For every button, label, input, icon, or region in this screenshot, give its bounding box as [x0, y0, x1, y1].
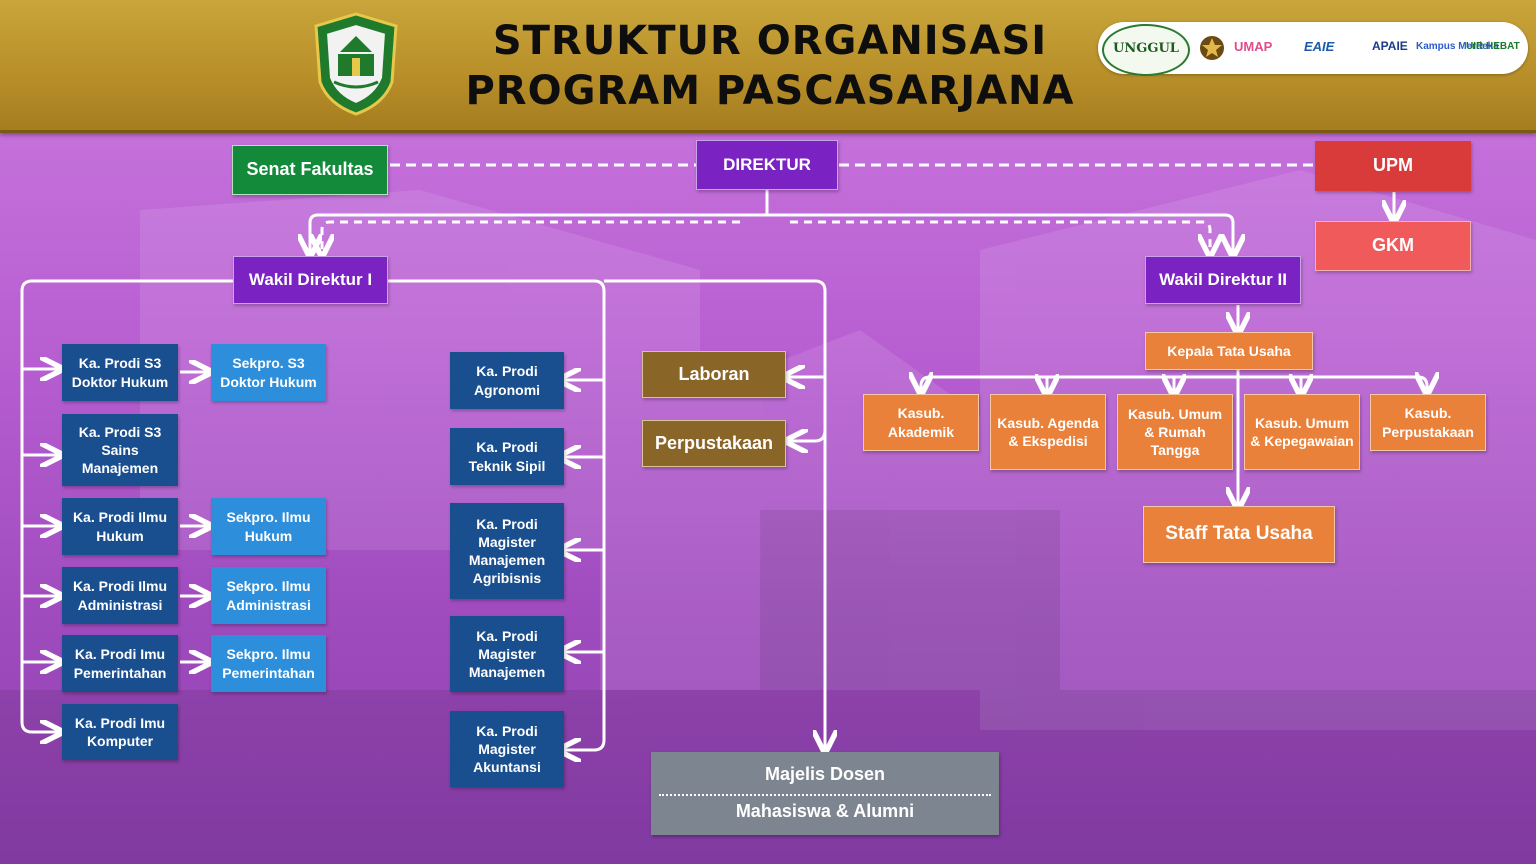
umap-logo: UMAP [1234, 39, 1273, 54]
laboran-box: Laboran [642, 351, 786, 398]
sekpro-ilmu-hukum: Sekpro. Ilmu Hukum [211, 498, 326, 555]
ka-prodi-ilmu-hukum: Ka. Prodi Ilmu Hukum [62, 498, 178, 555]
sekpro-ilmu-administrasi: Sekpro. Ilmu Administrasi [211, 567, 326, 624]
ka-prodi-ilmu-komputer: Ka. Prodi Imu Komputer [62, 704, 178, 760]
wakil-direktur-2-box: Wakil Direktur II [1145, 256, 1301, 304]
uir-hebat-logo: UIR HEBAT [1466, 41, 1520, 52]
kampus-merdeka-logo: Kampus Merdeka [1416, 41, 1499, 52]
ka-prodi-ilmu-pemerintahan: Ka. Prodi Imu Pemerintahan [62, 635, 178, 692]
dotted-separator [659, 794, 991, 796]
ka-prodi-magister-manajemen: Ka. Prodi Magister Manajemen [450, 616, 564, 692]
seal-logo-icon [1200, 36, 1224, 60]
title-line-2: PROGRAM PASCASARJANA [465, 68, 1075, 114]
ka-prodi-teknik-sipil: Ka. Prodi Teknik Sipil [450, 428, 564, 485]
kasub-agenda-ekspedisi-box: Kasub. Agenda & Ekspedisi [990, 394, 1106, 470]
ka-prodi-ilmu-administrasi: Ka. Prodi Ilmu Administrasi [62, 567, 178, 624]
ka-prodi-s3-sains-manajemen: Ka. Prodi S3 Sains Manajemen [62, 414, 178, 486]
kepala-tata-usaha-box: Kepala Tata Usaha [1145, 332, 1313, 370]
upm-box: UPM [1315, 141, 1471, 191]
university-emblem-icon [314, 12, 398, 116]
majelis-dosen-label: Majelis Dosen [764, 764, 886, 784]
partner-logos: UNGGUL UMAP EAIE APAIE Kampus Merdeka UI… [1098, 22, 1528, 76]
ka-prodi-s3-doktor-hukum: Ka. Prodi S3 Doktor Hukum [62, 344, 178, 401]
majelis-mahasiswa-box: Majelis Dosen Mahasiswa & Alumni [651, 752, 999, 835]
sekpro-ilmu-pemerintahan: Sekpro. Ilmu Pemerintahan [211, 635, 326, 692]
ka-prodi-magister-manajemen-agribisnis: Ka. Prodi Magister Manajemen Agribisnis [450, 503, 564, 599]
wakil-direktur-1-box: Wakil Direktur I [233, 256, 388, 304]
ka-prodi-magister-akuntansi: Ka. Prodi Magister Akuntansi [450, 711, 564, 787]
unggul-text: UNGGUL [1113, 41, 1179, 56]
apaie-logo: APAIE [1372, 39, 1408, 53]
perpustakaan-box: Perpustakaan [642, 420, 786, 467]
direktur-box: DIREKTUR [696, 140, 838, 190]
sekpro-s3-doktor-hukum: Sekpro. S3 Doktor Hukum [211, 344, 326, 401]
eaie-logo: EAIE [1304, 39, 1335, 54]
kasub-umum-rumah-tangga-box: Kasub. Umum & Rumah Tangga [1117, 394, 1233, 470]
kasub-perpustakaan-box: Kasub. Perpustakaan [1370, 394, 1486, 451]
ka-prodi-agronomi: Ka. Prodi Agronomi [450, 352, 564, 409]
senat-fakultas-box: Senat Fakultas [232, 145, 388, 195]
accreditation-unggul-logo: UNGGUL [1102, 24, 1190, 76]
kasub-umum-kepegawaian-box: Kasub. Umum & Kepegawaian [1244, 394, 1360, 470]
header-banner: STRUKTUR ORGANISASI PROGRAM PASCASARJANA… [0, 0, 1536, 133]
gkm-box: GKM [1315, 221, 1471, 271]
staff-tata-usaha-box: Staff Tata Usaha [1143, 506, 1335, 563]
title-line-1: STRUKTUR ORGANISASI [492, 18, 1048, 64]
kasub-akademik-box: Kasub. Akademik [863, 394, 979, 451]
mahasiswa-alumni-label: Mahasiswa & Alumni [735, 801, 915, 821]
